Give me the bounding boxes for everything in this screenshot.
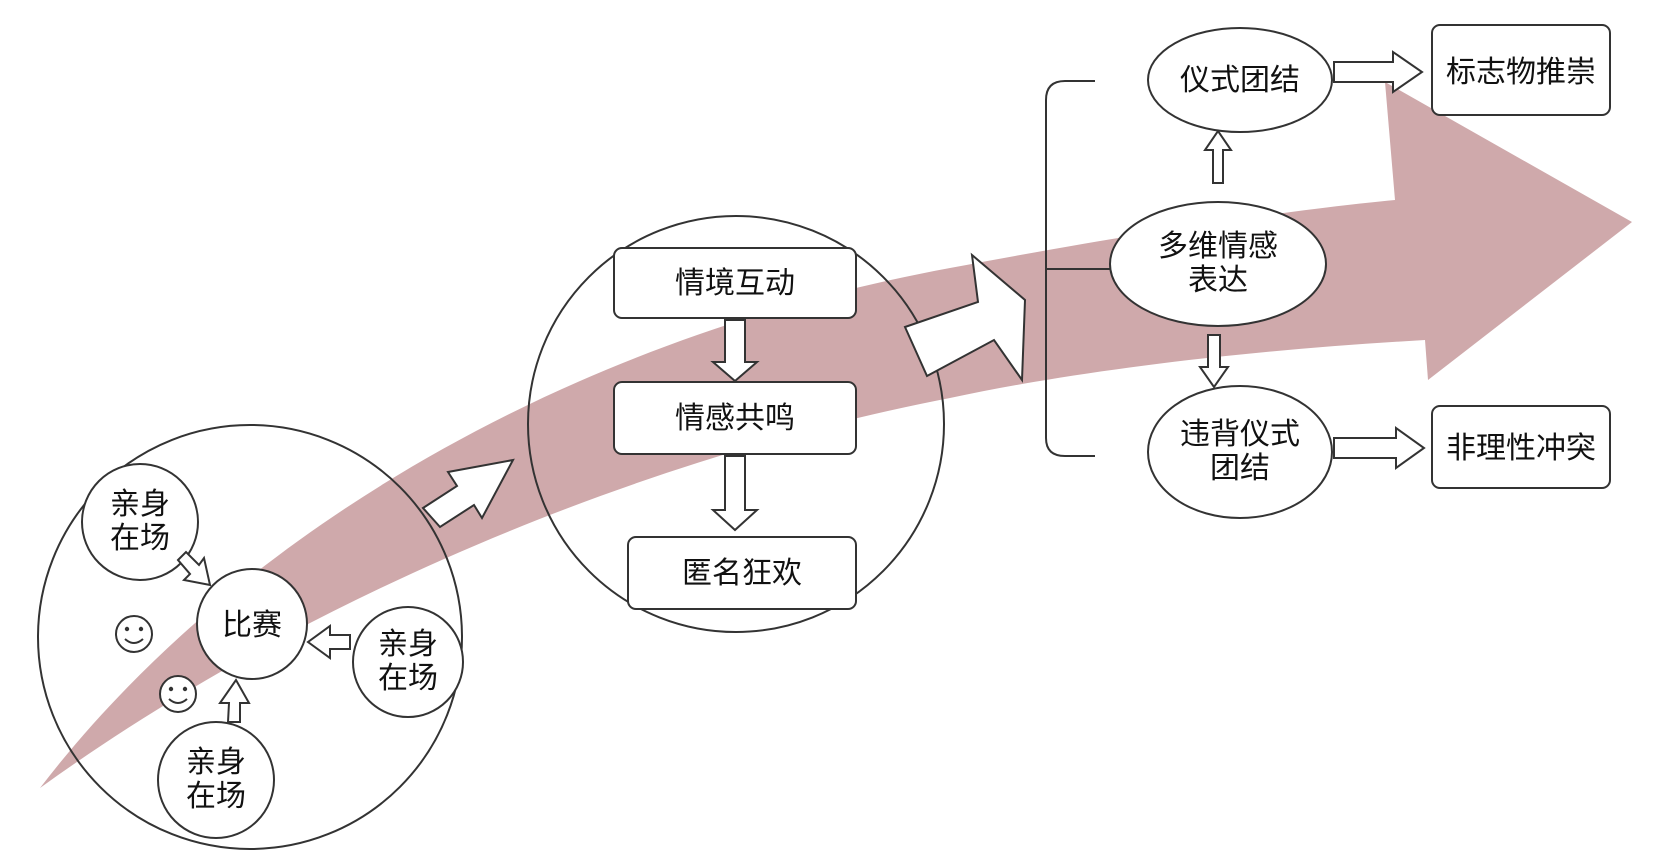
- positive-outcome-box: [1431, 24, 1611, 116]
- presence-1-line-1: 亲身: [110, 487, 170, 522]
- multi-emotion-ellipse: [1109, 201, 1327, 327]
- step-box-1: [613, 247, 857, 319]
- match-label: 比赛: [222, 608, 282, 643]
- step-label-2: 情感共鸣: [675, 401, 795, 436]
- ritual-solidarity-label: 仪式团结: [1180, 63, 1300, 98]
- presence-2-line-1: 亲身: [378, 627, 438, 662]
- arrow-step-1-to-2: [710, 319, 760, 383]
- transition-arrow-1: [421, 458, 515, 529]
- arrow-to-positive-outcome: [1333, 50, 1424, 94]
- stage-3-group: 仪式团结 多维情感 表达 违背仪式 团结 标志物推崇 非理性冲突: [1045, 24, 1611, 519]
- positive-outcome-label: 标志物推崇: [1446, 55, 1596, 90]
- presence-2-line-2: 在场: [378, 661, 438, 696]
- step-label-3: 匿名狂欢: [682, 556, 802, 591]
- smiley-icon: [115, 615, 153, 653]
- presence-circle-1: [81, 463, 199, 581]
- match-circle: [196, 568, 308, 680]
- presence-3-line-2: 在场: [186, 779, 246, 814]
- arrow-presence-1-to-match: [176, 550, 212, 587]
- negative-outcome-box: [1431, 405, 1611, 489]
- multi-emotion-line-2: 表达: [1188, 263, 1248, 298]
- step-box-3: [627, 536, 857, 610]
- violate-ritual-line-1: 违背仪式: [1180, 417, 1300, 452]
- arrow-step-2-to-3: [710, 455, 760, 532]
- step-label-1: 情境互动: [675, 266, 795, 301]
- arrow-to-negative-outcome: [1333, 426, 1426, 470]
- presence-circle-2: [352, 606, 464, 718]
- transition-arrow-2: [903, 252, 1027, 384]
- stage-1-group: 亲身 在场 亲身 在场 亲身 在场 比赛: [37, 424, 464, 850]
- arrow-presence-2-to-match: [306, 624, 351, 660]
- violate-ritual-line-2: 团结: [1210, 451, 1270, 486]
- stage-1-circle: [37, 424, 463, 850]
- arrow-presence-3-to-match: [218, 678, 251, 723]
- arrow-emotion-to-violation: [1198, 334, 1230, 389]
- ritual-solidarity-ellipse: [1147, 27, 1333, 133]
- presence-1-line-2: 在场: [110, 521, 170, 556]
- presence-circle-3: [157, 721, 275, 839]
- presence-3-line-1: 亲身: [186, 745, 246, 780]
- negative-outcome-label: 非理性冲突: [1446, 431, 1596, 466]
- stage-2-circle: [527, 215, 945, 633]
- smiley-icon: [159, 675, 197, 713]
- violate-ritual-ellipse: [1147, 385, 1333, 519]
- stage-2-group: 情境互动 情感共鸣 匿名狂欢: [527, 215, 945, 633]
- multi-emotion-line-1: 多维情感: [1158, 229, 1278, 264]
- arrow-emotion-to-solidarity: [1203, 129, 1233, 184]
